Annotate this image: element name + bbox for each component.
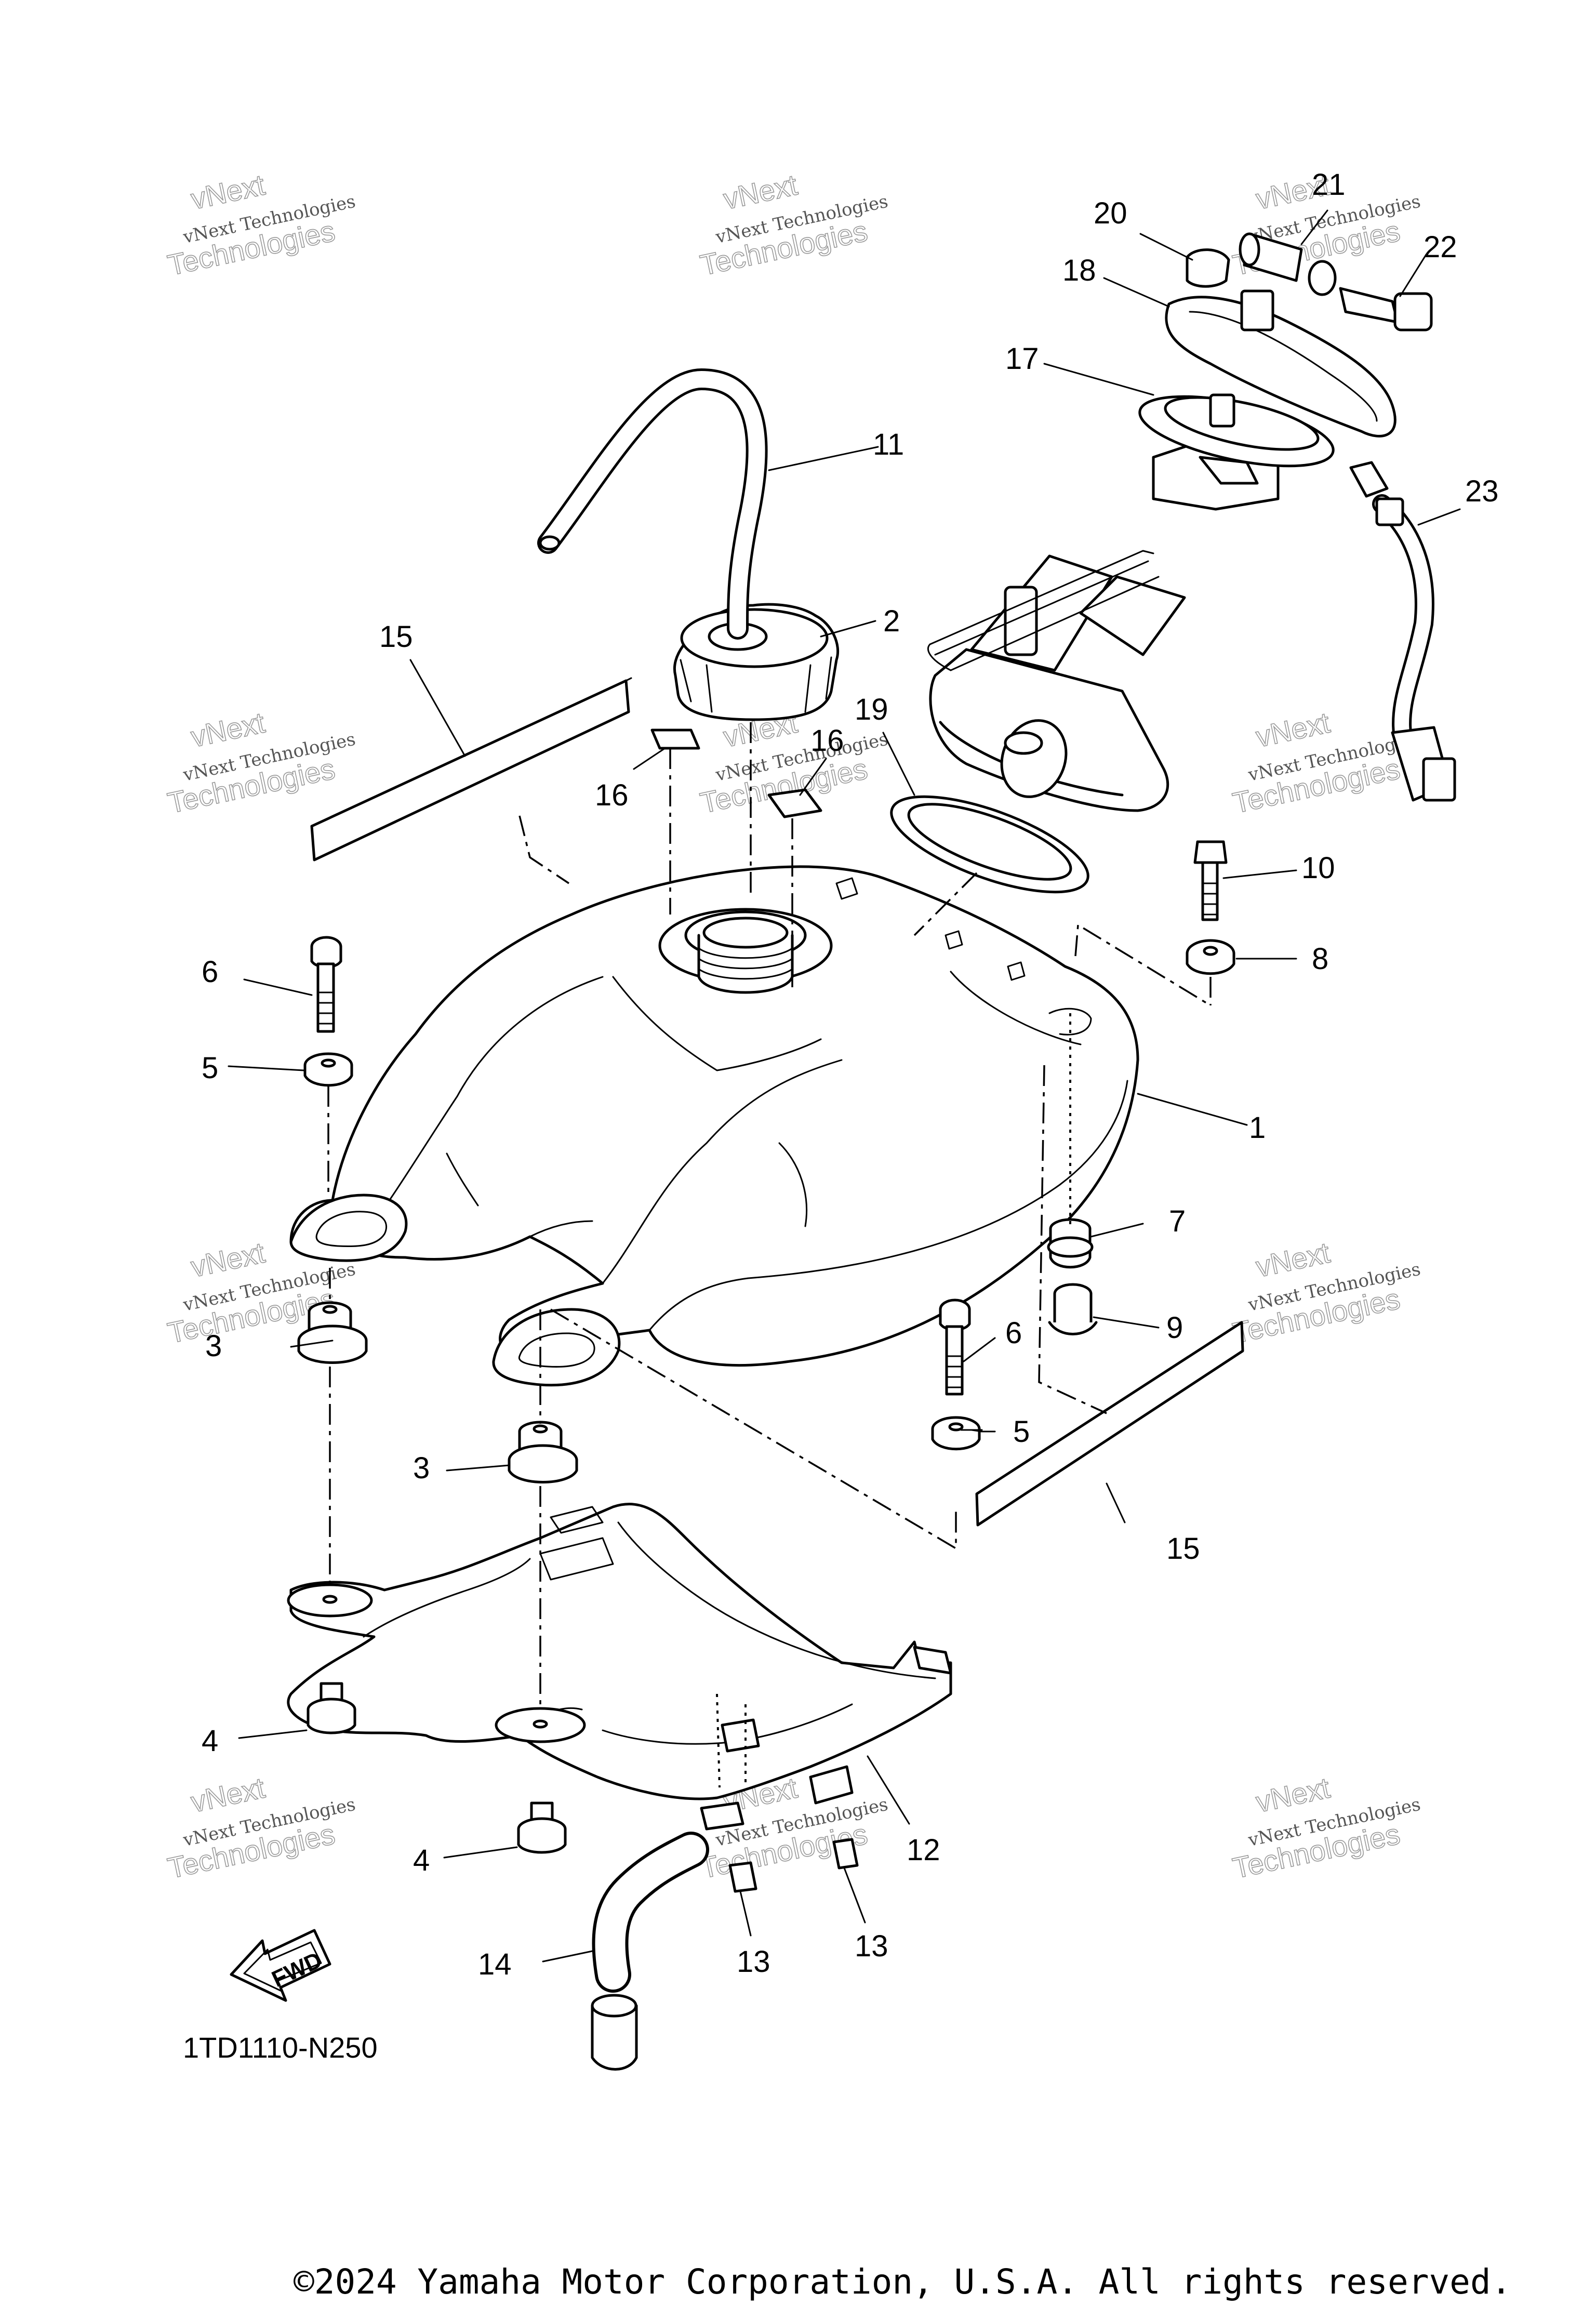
callout-5-left: 5 xyxy=(202,1051,218,1085)
tank-bracket xyxy=(287,1503,952,1831)
clip-left xyxy=(728,1861,757,1893)
damper-strip-upper xyxy=(310,677,632,862)
collar-left xyxy=(307,1682,356,1734)
callout-23: 23 xyxy=(1465,474,1499,508)
pipe-fitting xyxy=(1239,232,1337,296)
grommet-right xyxy=(1047,1218,1094,1269)
leader-lines xyxy=(228,209,1461,1963)
callout-15-upper: 15 xyxy=(379,620,413,654)
bolt-top-right xyxy=(1193,840,1228,921)
damper-center xyxy=(508,1421,578,1483)
collar-center xyxy=(517,1801,567,1854)
callout-labels: 1 2 3 3 4 4 5 5 6 6 7 8 9 10 11 12 13 13… xyxy=(202,168,1499,1981)
watermark-vnext: vNext xyxy=(721,168,801,215)
small-cap xyxy=(1186,248,1230,288)
callout-11: 11 xyxy=(873,428,904,461)
bolt-left xyxy=(310,936,342,1033)
washer-left xyxy=(303,1052,353,1087)
callout-13-left: 13 xyxy=(737,1945,770,1979)
watermark-vnext: vNext xyxy=(188,1236,268,1283)
pump-gasket xyxy=(890,795,1089,894)
callout-16-left: 16 xyxy=(595,778,629,812)
tank-cap xyxy=(673,603,840,721)
retainer-plate xyxy=(1165,289,1396,438)
callout-18: 18 xyxy=(1062,254,1096,287)
pad-right xyxy=(767,788,822,818)
callout-8: 8 xyxy=(1312,942,1328,976)
washer-right xyxy=(931,1416,981,1451)
pad-left xyxy=(650,728,700,750)
callout-21: 21 xyxy=(1312,168,1346,202)
watermark-vnext: vNext xyxy=(188,706,268,753)
callout-12: 12 xyxy=(907,1833,940,1867)
guide-lines xyxy=(327,722,1212,1788)
fuel-hose xyxy=(1349,461,1456,802)
callout-5-right: 5 xyxy=(1013,1415,1030,1449)
callout-7: 7 xyxy=(1169,1204,1186,1238)
callout-14: 14 xyxy=(478,1947,512,1981)
callout-22: 22 xyxy=(1424,230,1457,264)
watermark-vnext: vNext xyxy=(1253,1771,1333,1818)
bolt-right xyxy=(939,1298,971,1396)
callout-2: 2 xyxy=(883,604,900,638)
callout-4-left: 4 xyxy=(202,1724,218,1758)
callout-19: 19 xyxy=(855,693,888,726)
watermark-vnext: vNext xyxy=(188,168,268,215)
callout-3-left: 3 xyxy=(205,1329,222,1363)
breather-hose xyxy=(537,368,768,640)
drain-hose xyxy=(591,1832,709,2071)
callout-9: 9 xyxy=(1166,1311,1183,1345)
fuel-pump xyxy=(927,393,1335,812)
callout-13-right: 13 xyxy=(855,1929,888,1963)
callout-1: 1 xyxy=(1249,1111,1266,1145)
watermark-vnext: vNext xyxy=(1253,1236,1333,1283)
washer-top-right xyxy=(1186,939,1235,975)
fwd-arrow: FWD xyxy=(230,1929,331,2002)
damper-strip-lower xyxy=(975,1321,1244,1527)
collar-right xyxy=(1048,1283,1098,1335)
callout-16-right: 16 xyxy=(810,724,844,758)
watermark-vnext: vNext xyxy=(1253,706,1333,753)
callout-15-lower: 15 xyxy=(1166,1532,1200,1566)
watermark-vnext: vNext xyxy=(188,1771,268,1818)
callout-10: 10 xyxy=(1301,851,1335,885)
fuel-tank xyxy=(289,865,1139,1387)
callout-4-center: 4 xyxy=(413,1844,430,1877)
callout-3-center: 3 xyxy=(413,1451,430,1485)
callout-20: 20 xyxy=(1094,196,1127,230)
copyright-notice: ©2024 Yamaha Motor Corporation, U.S.A. A… xyxy=(294,2262,1511,2302)
callout-6-left: 6 xyxy=(202,955,218,989)
drawing-code: 1TD1110-N250 xyxy=(183,2031,378,2064)
quick-connector xyxy=(1339,287,1433,332)
clip-right xyxy=(832,1838,859,1870)
damper-left xyxy=(297,1301,368,1364)
fuel-tank-assembly-drawing: FWD xyxy=(230,232,1456,2071)
callout-6-right: 6 xyxy=(1005,1316,1022,1350)
callout-17: 17 xyxy=(1005,342,1039,376)
